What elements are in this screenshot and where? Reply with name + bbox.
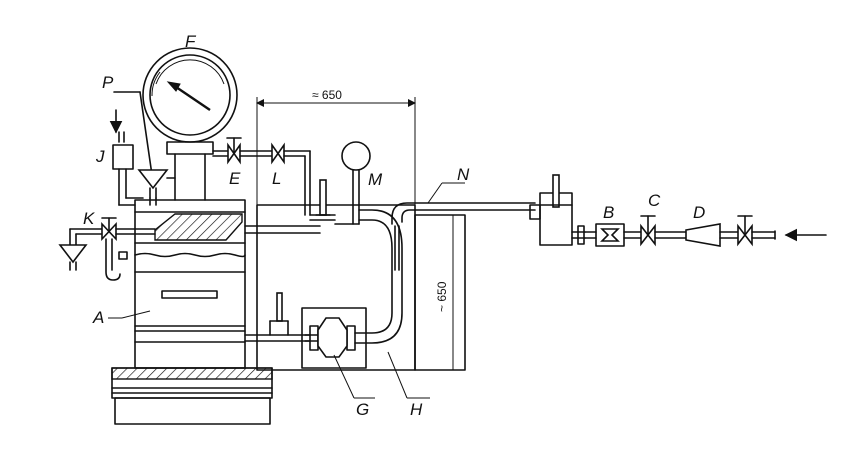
label-p: P — [102, 73, 114, 92]
label-b: B — [603, 203, 614, 222]
label-l: L — [272, 169, 281, 188]
valve-k-assembly — [58, 217, 156, 281]
funnel-p-and-vessel-j — [109, 91, 176, 206]
label-m: M — [368, 170, 383, 189]
label-d: D — [693, 203, 705, 222]
label-e: E — [229, 169, 241, 188]
label-c: C — [648, 191, 661, 210]
label-n: N — [457, 165, 470, 184]
label-j: J — [95, 147, 105, 166]
middle-enclosure — [244, 141, 416, 371]
top-piping — [212, 137, 311, 216]
label-k: K — [83, 209, 95, 228]
tank-h: ~ 650 — [387, 214, 466, 399]
leader-lines — [108, 182, 465, 319]
label-h: H — [410, 400, 423, 419]
dimension-horizontal: ≈ 650 — [256, 88, 416, 205]
letter-labels: F P J K E L M N A G H B C D — [83, 32, 705, 419]
base-foundation — [111, 367, 273, 425]
chamber-a — [134, 199, 246, 369]
label-a: A — [92, 308, 104, 327]
right-piping — [529, 174, 827, 247]
pump-g — [304, 317, 375, 399]
label-g: G — [356, 400, 369, 419]
label-f: F — [185, 32, 197, 51]
pressure-gauge-f — [142, 47, 238, 201]
u-tube — [354, 202, 536, 344]
dimension-vertical-label: ~ 650 — [435, 281, 449, 312]
dimension-horizontal-label: ≈ 650 — [312, 88, 342, 102]
